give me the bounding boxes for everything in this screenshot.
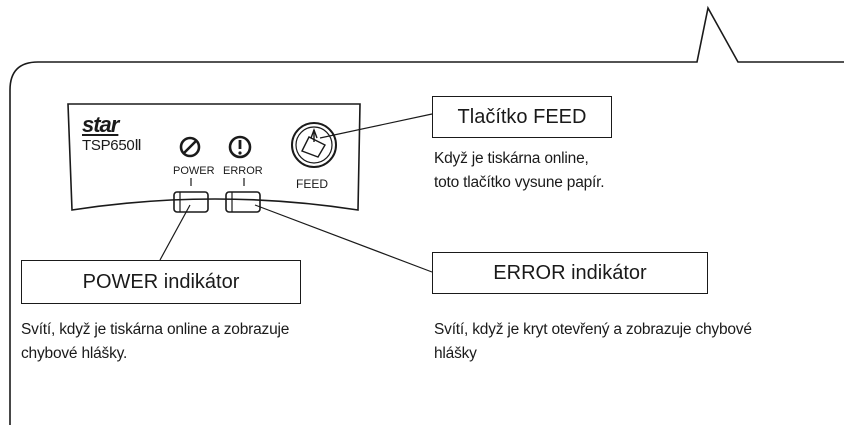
error-indicator-callout-title: ERROR indikátor [432, 252, 708, 294]
model-name: TSP650Ⅱ [82, 137, 142, 154]
control-panel-outline [67, 103, 361, 211]
error-label: ERROR [223, 165, 263, 177]
power-label: POWER [173, 165, 215, 177]
error-leader-line [254, 204, 433, 273]
power-leader-line [159, 204, 191, 261]
feed-button-description-line1: Když je tiskárna online, [434, 150, 589, 167]
error-indicator-description-line1: Svítí, když je kryt otevřený a zobrazuje… [434, 321, 752, 338]
feed-button-description-line2: toto tlačítko vysune papír. [434, 174, 605, 191]
error-indicator-description-line2: hlášky [434, 345, 477, 362]
power-indicator-description-line1: Svítí, když je tiskárna online a zobrazu… [21, 321, 290, 338]
power-led-indicator [173, 191, 209, 213]
callout-frame [9, 5, 844, 425]
feed-leader-line [319, 113, 433, 139]
error-exclamation-icon [228, 135, 252, 159]
brand-logo: star [82, 112, 119, 137]
feed-label: FEED [296, 177, 329, 191]
feed-button-callout-title: Tlačítko FEED [432, 96, 612, 138]
feed-button-icon[interactable] [291, 122, 337, 168]
power-symbol-icon [179, 136, 201, 158]
error-led-indicator [225, 191, 261, 213]
power-indicator-callout-title: POWER indikátor [21, 260, 301, 304]
power-indicator-description-line2: chybové hlášky. [21, 345, 128, 362]
